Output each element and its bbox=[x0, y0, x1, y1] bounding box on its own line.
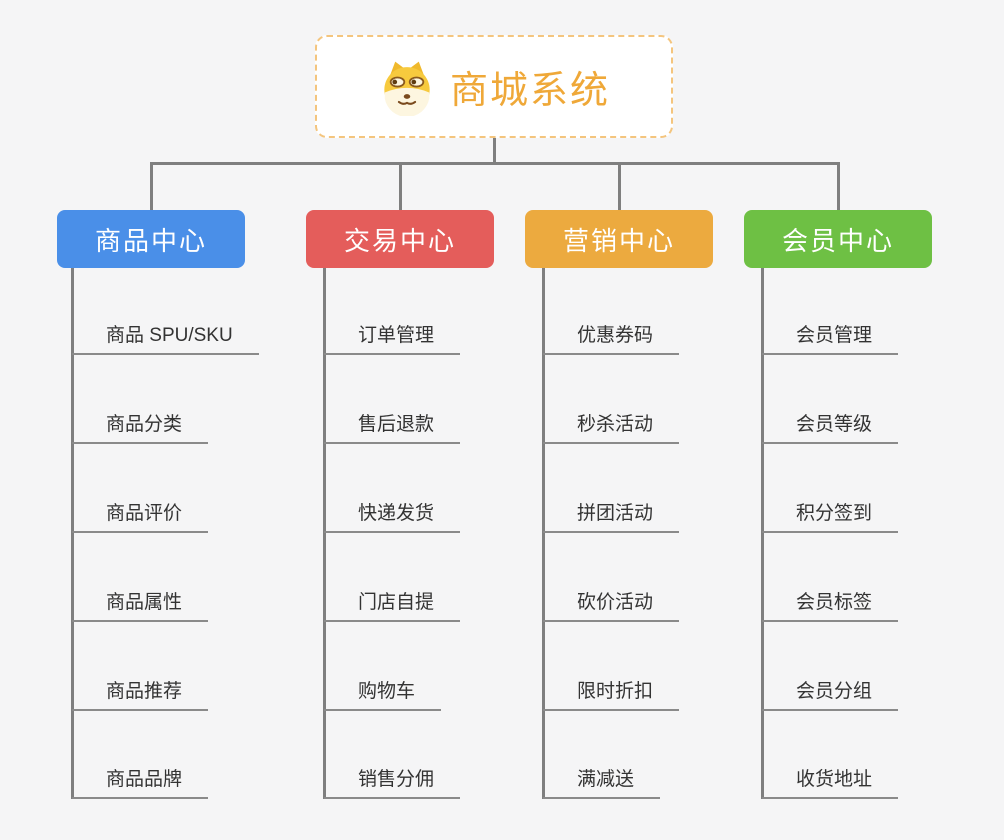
leaf-label: 会员标签 bbox=[796, 592, 873, 613]
leaf-node-2-4[interactable]: 门店自提 bbox=[324, 578, 461, 622]
leaf-node-3-4[interactable]: 砍价活动 bbox=[543, 578, 680, 622]
root-stem-line bbox=[493, 138, 496, 165]
branch-spine-line bbox=[71, 268, 74, 799]
leaf-node-1-6[interactable]: 商品品牌 bbox=[72, 755, 209, 799]
horizontal-rail-line bbox=[150, 162, 840, 165]
branch-node-4[interactable]: 会员中心 bbox=[744, 210, 932, 268]
leaf-label: 商品 SPU/SKU bbox=[106, 325, 233, 346]
leaf-node-2-6[interactable]: 销售分佣 bbox=[324, 755, 461, 799]
leaf-label: 商品属性 bbox=[106, 592, 183, 613]
leaf-node-1-5[interactable]: 商品推荐 bbox=[72, 667, 209, 711]
branch-label: 营销中心 bbox=[562, 225, 675, 256]
leaf-node-1-4[interactable]: 商品属性 bbox=[72, 578, 209, 622]
leaf-node-3-2[interactable]: 秒杀活动 bbox=[543, 400, 680, 444]
branch-node-2[interactable]: 交易中心 bbox=[306, 210, 494, 268]
branch-label: 商品中心 bbox=[94, 225, 207, 256]
leaf-node-4-6[interactable]: 收货地址 bbox=[762, 755, 899, 799]
leaf-node-3-5[interactable]: 限时折扣 bbox=[543, 667, 680, 711]
leaf-label: 门店自提 bbox=[358, 592, 435, 613]
leaf-label: 商品推荐 bbox=[106, 681, 183, 702]
leaf-label: 快递发货 bbox=[358, 503, 435, 524]
root-node[interactable]: 商城系统 bbox=[315, 35, 673, 138]
leaf-label: 砍价活动 bbox=[577, 592, 654, 613]
leaf-label: 秒杀活动 bbox=[577, 414, 654, 435]
leaf-node-1-2[interactable]: 商品分类 bbox=[72, 400, 209, 444]
leaf-label: 商品分类 bbox=[106, 414, 183, 435]
leaf-node-1-1[interactable]: 商品 SPU/SKU bbox=[72, 311, 259, 355]
leaf-node-4-3[interactable]: 积分签到 bbox=[762, 489, 899, 533]
leaf-label: 收货地址 bbox=[796, 769, 873, 790]
leaf-label: 优惠券码 bbox=[577, 325, 654, 346]
leaf-node-3-1[interactable]: 优惠券码 bbox=[543, 311, 680, 355]
leaf-label: 售后退款 bbox=[358, 414, 435, 435]
leaf-label: 商品品牌 bbox=[106, 769, 183, 790]
branch-stub-line bbox=[618, 162, 621, 210]
leaf-node-2-5[interactable]: 购物车 bbox=[324, 667, 442, 711]
leaf-node-4-1[interactable]: 会员管理 bbox=[762, 311, 899, 355]
leaf-node-2-2[interactable]: 售后退款 bbox=[324, 400, 461, 444]
leaf-label: 会员分组 bbox=[796, 681, 873, 702]
branch-node-3[interactable]: 营销中心 bbox=[525, 210, 713, 268]
branch-node-1[interactable]: 商品中心 bbox=[57, 210, 245, 268]
branch-stub-line bbox=[399, 162, 402, 210]
leaf-node-3-3[interactable]: 拼团活动 bbox=[543, 489, 680, 533]
leaf-label: 销售分佣 bbox=[358, 769, 435, 790]
leaf-label: 订单管理 bbox=[358, 325, 435, 346]
leaf-label: 会员等级 bbox=[796, 414, 873, 435]
branch-label: 会员中心 bbox=[781, 225, 894, 256]
leaf-label: 商品评价 bbox=[106, 503, 183, 524]
branch-spine-line bbox=[542, 268, 545, 799]
branch-spine-line bbox=[323, 268, 326, 799]
leaf-node-4-5[interactable]: 会员分组 bbox=[762, 667, 899, 711]
leaf-node-1-3[interactable]: 商品评价 bbox=[72, 489, 209, 533]
branch-label: 交易中心 bbox=[343, 225, 456, 256]
leaf-label: 购物车 bbox=[358, 681, 416, 702]
leaf-node-2-1[interactable]: 订单管理 bbox=[324, 311, 461, 355]
leaf-node-4-2[interactable]: 会员等级 bbox=[762, 400, 899, 444]
leaf-node-2-3[interactable]: 快递发货 bbox=[324, 489, 461, 533]
leaf-label: 拼团活动 bbox=[577, 503, 654, 524]
doge-icon bbox=[378, 58, 436, 116]
leaf-label: 限时折扣 bbox=[577, 681, 654, 702]
leaf-label: 满减送 bbox=[577, 769, 635, 790]
leaf-node-4-4[interactable]: 会员标签 bbox=[762, 578, 899, 622]
leaf-node-3-6[interactable]: 满减送 bbox=[543, 755, 661, 799]
leaf-label: 积分签到 bbox=[796, 503, 873, 524]
branch-spine-line bbox=[761, 268, 764, 799]
root-title: 商城系统 bbox=[449, 70, 610, 112]
branch-stub-line bbox=[837, 162, 840, 210]
leaf-label: 会员管理 bbox=[796, 325, 873, 346]
branch-stub-line bbox=[150, 162, 153, 210]
